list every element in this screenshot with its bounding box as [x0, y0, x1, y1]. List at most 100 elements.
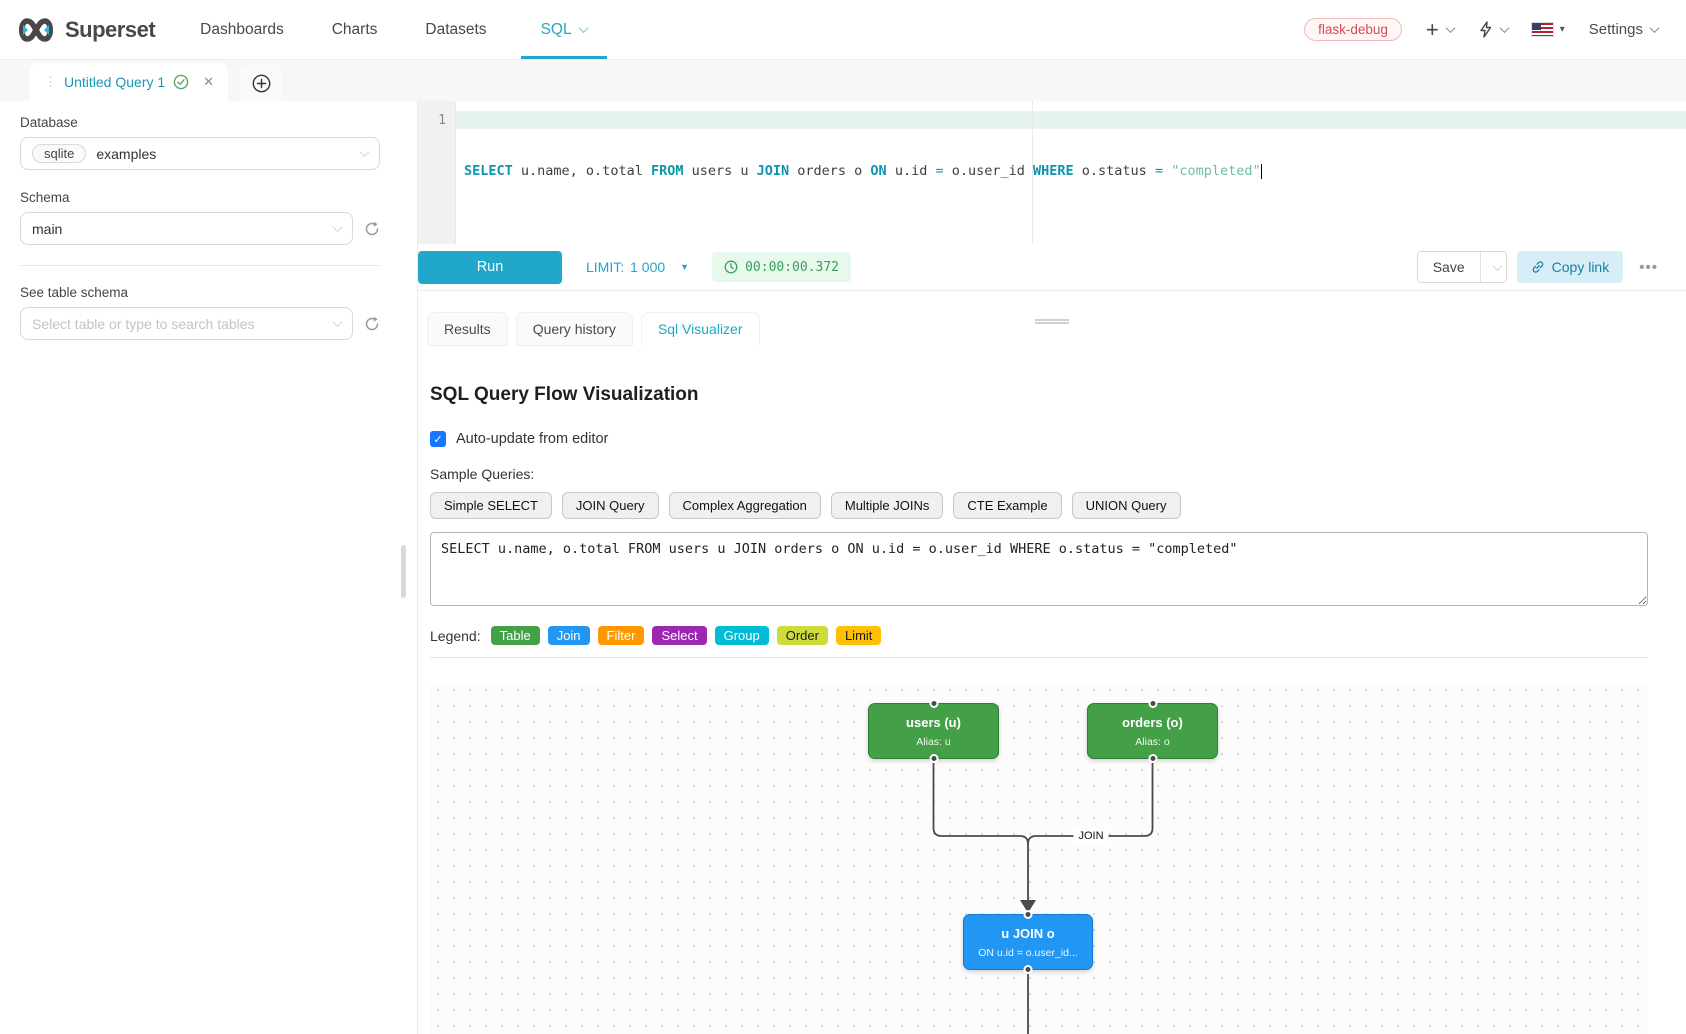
brand-name: Superset: [65, 16, 156, 42]
flow-canvas[interactable]: JOIN users (u) Alias: u orders (o) Alias…: [430, 682, 1648, 1034]
chevron-down-icon: [1499, 23, 1510, 34]
page-title: SQL Query Flow Visualization: [430, 384, 699, 405]
run-button[interactable]: Run: [418, 250, 562, 284]
sample-simple-select-button[interactable]: Simple SELECT: [430, 492, 552, 519]
schema-value: main: [32, 220, 63, 237]
lightning-icon: [1480, 21, 1491, 38]
auto-update-label: Auto-update from editor: [456, 431, 609, 447]
copy-link-button[interactable]: Copy link: [1516, 251, 1624, 283]
legend-table-badge: Table: [490, 626, 540, 645]
clock-icon: [724, 260, 738, 274]
sidebar-divider: [20, 265, 380, 266]
sample-join-query-button[interactable]: JOIN Query: [561, 492, 659, 519]
query-tab-strip: ⋮ Untitled Query 1 ✕: [0, 60, 1686, 101]
legend-order-badge: Order: [776, 626, 828, 645]
legend-filter-badge: Filter: [597, 626, 645, 645]
chevron-down-icon: [578, 23, 589, 34]
sample-cte-example-button[interactable]: CTE Example: [953, 492, 1062, 519]
refresh-tables-button[interactable]: [364, 316, 380, 332]
refresh-schema-button[interactable]: [364, 221, 380, 237]
sample-queries-label: Sample Queries:: [430, 466, 535, 482]
language-picker[interactable]: ▾: [1531, 23, 1565, 36]
sql-input-textarea[interactable]: SELECT u.name, o.total FROM users u JOIN…: [430, 532, 1648, 606]
caret-down-icon: ▼: [680, 262, 690, 272]
table-select-placeholder: Select table or type to search tables: [32, 315, 255, 332]
settings-label: Settings: [1588, 21, 1643, 38]
more-options-button[interactable]: •••: [1639, 258, 1658, 276]
save-split-button: Save: [1416, 251, 1507, 283]
drag-grip-icon[interactable]: ⋮: [44, 74, 57, 89]
node-port[interactable]: [1023, 965, 1033, 974]
nav-charts[interactable]: Charts: [331, 20, 378, 38]
tab-query-history[interactable]: Query history: [515, 312, 633, 346]
superset-logo-icon: [19, 17, 53, 42]
south-pane: Results Query history Sql Visualizer SQL…: [418, 312, 1686, 1034]
node-port[interactable]: [929, 754, 938, 763]
node-port[interactable]: [1148, 754, 1157, 763]
tab-sql-visualizer[interactable]: Sql Visualizer: [640, 312, 760, 346]
legend-label: Legend:: [430, 627, 481, 644]
sample-query-buttons: Simple SELECT JOIN Query Complex Aggrega…: [430, 492, 1648, 519]
result-tabs: Results Query history Sql Visualizer: [418, 312, 1686, 346]
schema-label: Schema: [20, 190, 70, 205]
node-join[interactable]: u JOIN o ON u.id = o.user_id...: [963, 910, 1093, 974]
top-navbar: Superset Dashboards Charts Datasets SQL …: [0, 0, 1686, 60]
table-schema-label: See table schema: [20, 285, 129, 300]
legend-select-badge: Select: [652, 626, 707, 645]
limit-value: 1 000: [630, 259, 666, 275]
query-tab[interactable]: ⋮ Untitled Query 1 ✕: [30, 63, 229, 101]
sample-union-query-button[interactable]: UNION Query: [1071, 492, 1181, 519]
chevron-down-icon: [1492, 260, 1503, 271]
nav-dashboards[interactable]: Dashboards: [200, 20, 284, 38]
legend-group-badge: Group: [714, 626, 769, 645]
chevron-down-icon: [1445, 23, 1456, 34]
line-number: 1: [438, 113, 446, 128]
node-subtitle: Alias: o: [1135, 736, 1170, 748]
sample-complex-aggregation-button[interactable]: Complex Aggregation: [668, 492, 821, 519]
sample-multiple-joins-button[interactable]: Multiple JOINs: [830, 492, 944, 519]
limit-label: LIMIT:: [586, 259, 625, 275]
nav-datasets[interactable]: Datasets: [425, 20, 487, 38]
tab-results[interactable]: Results: [427, 312, 508, 346]
new-item-menu[interactable]: +: [1425, 16, 1456, 42]
sql-visualizer-panel: SQL Query Flow Visualization ✓ Auto-upda…: [418, 384, 1686, 1034]
node-orders-table[interactable]: orders (o) Alias: o: [1087, 699, 1218, 763]
new-query-tab-button[interactable]: [240, 65, 283, 101]
sql-line-1: SELECT u.name, o.total FROM users u JOIN…: [464, 163, 1262, 179]
panel-resize-handle[interactable]: [401, 545, 406, 598]
flow-edges: [932, 763, 1154, 1034]
sql-editor-pane: 1 SELECT u.name, o.total FROM users u JO…: [417, 101, 1686, 1034]
settings-menu[interactable]: Settings: [1588, 21, 1660, 38]
close-icon[interactable]: ✕: [203, 74, 215, 89]
sql-code-editor[interactable]: 1 SELECT u.name, o.total FROM users u JO…: [418, 101, 1686, 244]
pane-splitter-handle[interactable]: [1035, 319, 1069, 324]
environment-badge: flask-debug: [1304, 18, 1402, 41]
editor-code-area[interactable]: SELECT u.name, o.total FROM users u JOIN…: [457, 101, 1686, 244]
database-select[interactable]: sqlite examples: [20, 137, 380, 170]
node-subtitle: Alias: u: [916, 736, 951, 748]
database-name: examples: [96, 145, 157, 162]
query-timer: 00:00:00.372: [712, 252, 852, 282]
link-icon: [1532, 261, 1543, 273]
table-select[interactable]: Select table or type to search tables: [20, 307, 353, 340]
node-users-table[interactable]: users (u) Alias: u: [868, 699, 999, 763]
save-options-button[interactable]: [1479, 252, 1506, 282]
database-label: Database: [20, 115, 78, 130]
node-port[interactable]: [1148, 699, 1157, 708]
plus-icon: +: [1425, 16, 1439, 42]
nav-sql[interactable]: SQL: [520, 0, 607, 59]
navbar-right: flask-debug + ▾ Settings: [1304, 16, 1660, 42]
node-subtitle: ON u.id = o.user_id...: [978, 947, 1078, 959]
trigger-menu[interactable]: [1478, 21, 1510, 38]
limit-dropdown[interactable]: LIMIT: 1 000 ▼: [586, 259, 689, 275]
node-port[interactable]: [1023, 910, 1033, 919]
refresh-icon: [365, 316, 379, 330]
save-button[interactable]: Save: [1417, 252, 1480, 282]
main-nav: Dashboards Charts Datasets SQL: [200, 0, 607, 59]
refresh-icon: [365, 221, 379, 235]
auto-update-checkbox[interactable]: ✓: [430, 431, 446, 447]
check-circle-icon: [173, 74, 189, 90]
node-port[interactable]: [929, 699, 938, 708]
schema-select[interactable]: main: [20, 212, 353, 245]
superset-brand[interactable]: Superset: [16, 16, 156, 43]
